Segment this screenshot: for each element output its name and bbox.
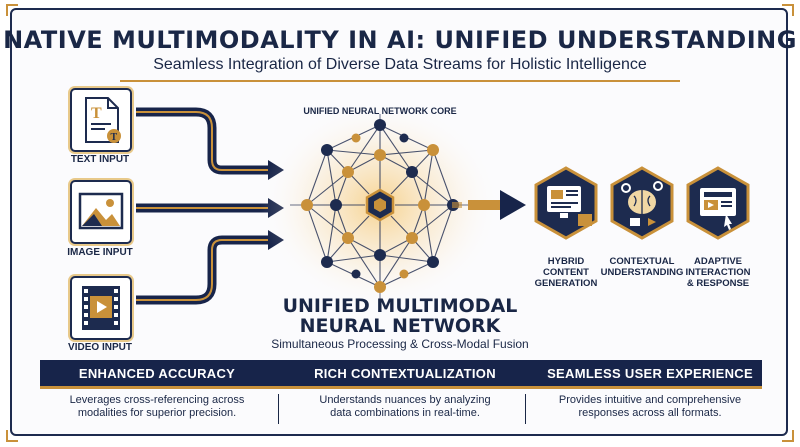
content-generation-icon: [547, 186, 592, 226]
output-label-line: CONTENT: [543, 267, 589, 278]
brain-gears-icon: [621, 181, 663, 226]
input-arrows: [136, 107, 270, 305]
video-input-card: [70, 276, 132, 340]
network-title-line2: NEURAL NETWORK: [299, 315, 501, 337]
desc-line: Provides intuitive and comprehensive: [558, 394, 742, 406]
image-input-card: [70, 180, 132, 244]
desc-separator: [278, 394, 279, 424]
text-input-card: T T: [70, 88, 132, 152]
desc-line: responses across all formats.: [578, 407, 722, 419]
output-label-line: ADAPTIVE: [693, 256, 743, 267]
text-input-label: TEXT INPUT: [70, 154, 130, 165]
network-title-line1: UNIFIED MULTIMODAL: [282, 295, 518, 317]
title-divider: [120, 80, 680, 82]
benefits-band: [40, 360, 762, 386]
desc-line: modalities for superior precision.: [77, 407, 237, 419]
desc-line: Understands nuances by analyzing: [319, 394, 491, 406]
output-label-line: & RESPONSE: [686, 278, 750, 289]
output-label-line: HYBRID: [547, 256, 585, 267]
network-subtitle: Simultaneous Processing & Cross-Modal Fu…: [271, 337, 529, 351]
frame-corner: [6, 4, 18, 16]
text-document-icon: T T: [85, 97, 121, 143]
image-input-label: IMAGE INPUT: [67, 247, 133, 258]
output-label-line: CONTEXTUAL: [609, 256, 675, 267]
benefit-desc-ux: Provides intuitive and comprehensive res…: [535, 394, 765, 420]
benefit-desc-context: Understands nuances by analyzing data co…: [290, 394, 520, 420]
output-label-line: INTERACTION: [685, 267, 751, 278]
network-nodes: [301, 119, 459, 293]
output-label-contextual: CONTEXTUAL UNDERSTANDING: [597, 256, 687, 278]
desc-line: data combinations in real-time.: [330, 407, 480, 419]
benefit-title-ux: SEAMLESS USER EXPERIENCE: [547, 366, 753, 381]
network-title: UNIFIED MULTIMODAL NEURAL NETWORK: [230, 296, 570, 336]
output-label-hybrid: HYBRID CONTENT GENERATION: [521, 256, 611, 289]
page-subtitle: Seamless Integration of Diverse Data Str…: [153, 56, 647, 73]
interaction-screen-icon: [700, 188, 736, 230]
core-label: UNIFIED NEURAL NETWORK CORE: [303, 106, 457, 116]
frame-corner: [782, 4, 794, 16]
output-label-line: GENERATION: [534, 278, 598, 289]
output-arrow-head: [500, 190, 526, 220]
svg-text:T: T: [111, 132, 118, 143]
benefit-title-accuracy: ENHANCED ACCURACY: [78, 366, 236, 381]
output-label-line: UNDERSTANDING: [600, 267, 684, 278]
video-input-label: VIDEO INPUT: [68, 342, 132, 353]
output-label-adaptive: ADAPTIVE INTERACTION & RESPONSE: [673, 256, 763, 289]
benefits-band-strip: [40, 386, 762, 389]
desc-separator: [525, 394, 526, 424]
benefit-title-context: RICH CONTEXTUALIZATION: [314, 366, 496, 381]
video-film-icon: [82, 286, 120, 330]
image-icon: [78, 192, 124, 230]
frame-corner: [782, 430, 794, 442]
svg-text:T: T: [91, 105, 102, 122]
desc-line: Leverages cross-referencing across: [69, 394, 245, 406]
benefit-desc-accuracy: Leverages cross-referencing across modal…: [42, 394, 272, 420]
page-title: NATIVE MULTIMODALITY IN AI: UNIFIED UNDE…: [3, 26, 797, 54]
frame-corner: [6, 430, 18, 442]
